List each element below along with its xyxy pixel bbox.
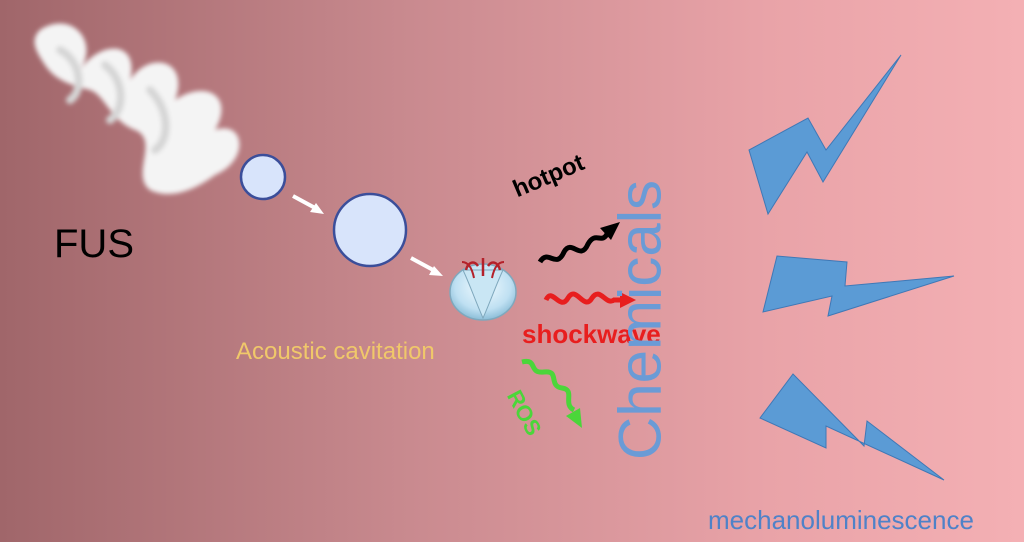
lightning-bolt-icon bbox=[748, 54, 902, 216]
shockwave-wave-icon bbox=[543, 291, 636, 308]
fus-label: FUS bbox=[54, 222, 134, 266]
chemicals-label: Chemicals bbox=[606, 179, 674, 461]
arrow-icon bbox=[292, 194, 324, 214]
large-bubble-icon bbox=[332, 192, 408, 268]
arrow-icon bbox=[410, 256, 443, 276]
mechanoluminescence-label: mechanoluminescence bbox=[708, 505, 974, 535]
acoustic-cavitation-label: Acoustic cavitation bbox=[236, 338, 435, 365]
collapsing-bubble-icon bbox=[449, 258, 517, 321]
lightning-bolt-icon bbox=[762, 255, 955, 317]
lightning-bolt-icon bbox=[759, 373, 945, 481]
shockwave-label: shockwave bbox=[522, 319, 661, 349]
hotpot-wave-icon bbox=[537, 222, 620, 264]
small-bubble-icon bbox=[239, 153, 287, 201]
ultrasound-transducer-icon bbox=[34, 23, 240, 195]
ros-wave-icon bbox=[521, 358, 582, 428]
